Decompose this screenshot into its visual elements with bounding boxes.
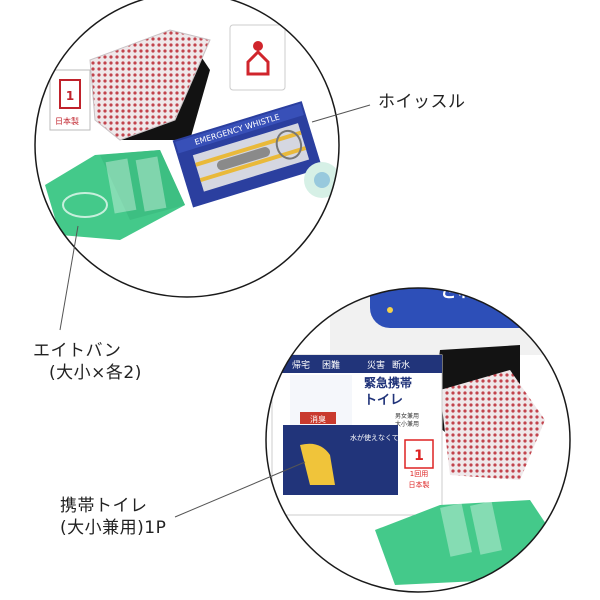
- wipes-pack: さわや: [330, 288, 570, 355]
- leader-toilet: [174, 461, 306, 518]
- fire-card: [229, 24, 286, 91]
- top-circle: 1 日本製 EMERGENCY WHISTLE: [34, 0, 340, 298]
- svg-text:水が使えなくても: 水が使えなくても: [350, 433, 405, 442]
- svg-text:帰宅: 帰宅: [292, 359, 310, 371]
- label-whistle-text: ホイッスル: [378, 92, 466, 112]
- svg-text:男女兼用: 男女兼用: [395, 412, 419, 420]
- svg-text:1: 1: [414, 448, 424, 464]
- svg-text:1回用: 1回用: [410, 470, 428, 478]
- toilet-pack: 帰宅 困難 災害 断水 緊急携帯 トイレ 消臭 男女兼用 大小兼用 水が使えなく…: [271, 354, 443, 516]
- label-eight-bandage: エイトバン (大小×各2): [33, 340, 142, 384]
- dotted-sheet: [90, 30, 210, 140]
- dotted-sheet-2: [440, 370, 545, 480]
- label-toilet-line1: 携帯トイレ: [60, 496, 148, 516]
- svg-text:困難: 困難: [322, 359, 340, 371]
- svg-text:断水: 断水: [392, 359, 410, 371]
- round-item: [304, 162, 339, 198]
- label-eight-bandage-line1: エイトバン: [33, 341, 122, 361]
- svg-text:大小兼用: 大小兼用: [395, 420, 419, 428]
- label-eight-bandage-line2: (大小×各2): [49, 363, 142, 383]
- green-bandages: [45, 150, 185, 240]
- svg-text:日本製: 日本製: [409, 480, 430, 489]
- svg-text:トイレ: トイレ: [364, 393, 403, 408]
- svg-text:消臭: 消臭: [310, 414, 326, 424]
- label-whistle: ホイッスル: [378, 91, 466, 113]
- svg-text:日本製: 日本製: [55, 116, 79, 126]
- svg-text:緊急携帯: 緊急携帯: [364, 375, 412, 390]
- svg-text:災害: 災害: [367, 359, 385, 371]
- bottom-circle: さわや 帰宅 困難 災害 断水 緊急携帯 トイレ 消臭 男女兼用: [265, 287, 571, 593]
- leader-whistle: [311, 104, 371, 123]
- label-toilet: 携帯トイレ (大小兼用)1P: [60, 495, 166, 539]
- svg-text:1: 1: [66, 89, 74, 103]
- label-toilet-line2: (大小兼用)1P: [60, 518, 167, 538]
- leader-bandage: [59, 225, 79, 331]
